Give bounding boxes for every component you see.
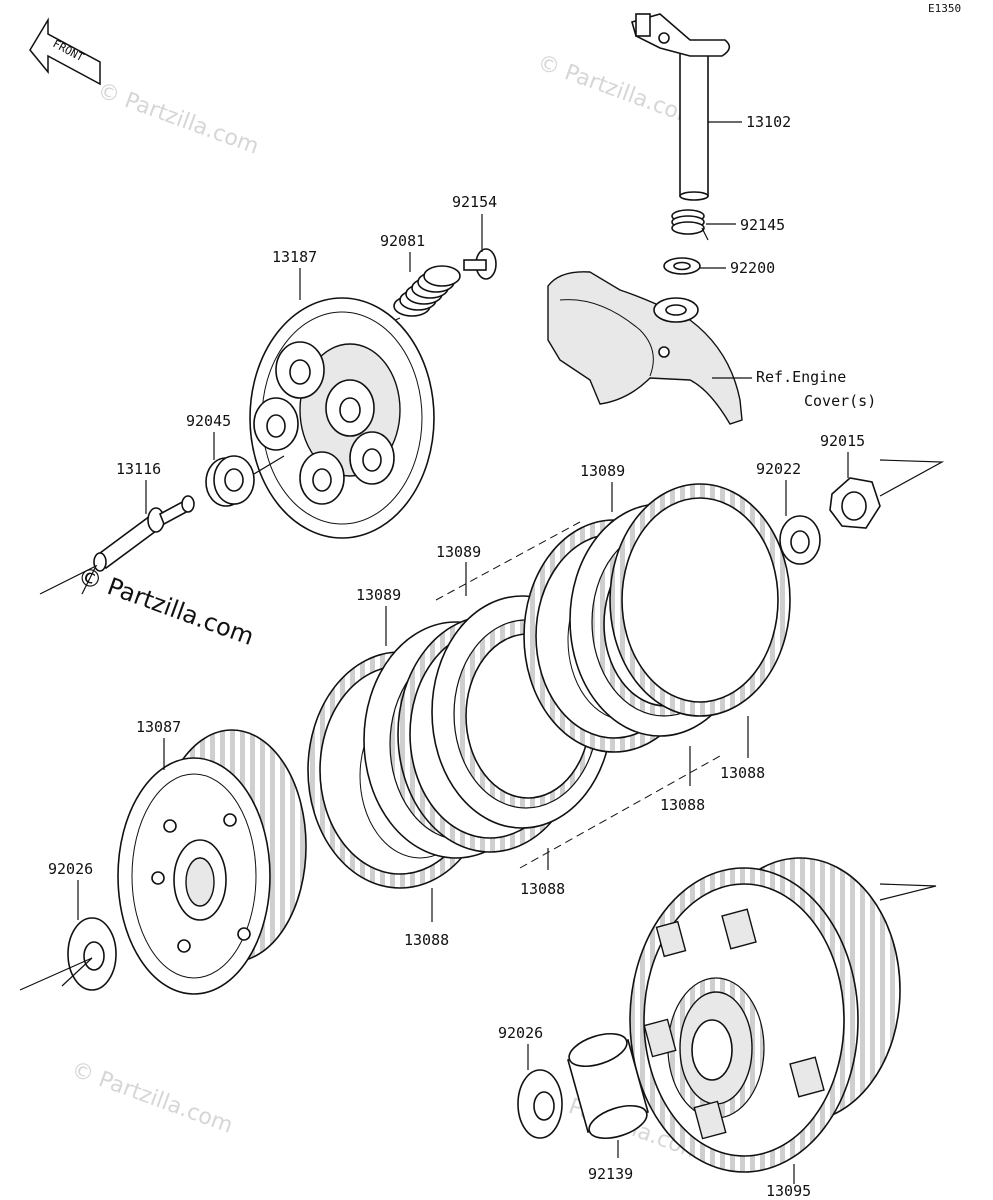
watermark: © Partzilla.com — [74, 561, 258, 651]
label-13088-b: 13088 — [660, 796, 705, 814]
label-92200: 92200 — [730, 259, 775, 277]
label-13088-c: 13088 — [520, 880, 565, 898]
label-92154: 92154 — [452, 193, 497, 211]
part-13116-rod[interactable] — [93, 495, 195, 572]
part-92026-washer[interactable] — [67, 917, 117, 991]
part-92145-spring[interactable] — [671, 209, 709, 241]
label-13095: 13095 — [766, 1182, 811, 1200]
label-13102: 13102 — [746, 113, 791, 131]
part-92015-nut[interactable] — [829, 477, 881, 529]
diagram-code: E1350 — [928, 2, 961, 15]
label-92045: 92045 — [186, 412, 231, 430]
label-92026-b: 92026 — [498, 1024, 543, 1042]
part-92154-bolt[interactable] — [463, 248, 497, 280]
label-13087: 13087 — [136, 718, 181, 736]
label-92081: 92081 — [380, 232, 425, 250]
label-13187: 13187 — [272, 248, 317, 266]
label-92026-a: 92026 — [48, 860, 93, 878]
label-13089-b: 13089 — [436, 543, 481, 561]
part-13102-shaft[interactable] — [631, 13, 731, 201]
part-92026-washer[interactable] — [517, 1069, 563, 1139]
part-92200-washer[interactable] — [663, 257, 701, 275]
label-92022: 92022 — [756, 460, 801, 478]
front-arrow-icon: FRONT — [29, 17, 101, 86]
label-13088-a: 13088 — [720, 764, 765, 782]
part-92081-spring[interactable] — [393, 265, 461, 317]
label-13088-d: 13088 — [404, 931, 449, 949]
part-13087-clutch-hub[interactable] — [117, 729, 307, 995]
part-92139-sleeve[interactable] — [565, 1027, 651, 1144]
label-13089-a: 13089 — [580, 462, 625, 480]
label-92145: 92145 — [740, 216, 785, 234]
watermark: © Partzilla.com — [534, 50, 702, 132]
label-92139: 92139 — [588, 1165, 633, 1183]
part-92022-washer[interactable] — [779, 515, 821, 565]
watermark: © Partzilla.com — [68, 1057, 236, 1139]
part-13095-clutch-housing[interactable] — [629, 857, 901, 1173]
part-13088-friction-plate[interactable] — [609, 483, 791, 717]
ref-label-line2: Cover(s) — [804, 392, 876, 410]
part-13187-pressure-plate[interactable] — [249, 297, 435, 539]
engine-cover-reference[interactable] — [547, 271, 743, 425]
label-92015: 92015 — [820, 432, 865, 450]
watermark: © Partzilla.com — [94, 78, 262, 160]
part-92045-bearing[interactable] — [205, 455, 255, 507]
label-13116: 13116 — [116, 460, 161, 478]
ref-label-line1: Ref.Engine — [756, 368, 846, 386]
label-13089-c: 13089 — [356, 586, 401, 604]
